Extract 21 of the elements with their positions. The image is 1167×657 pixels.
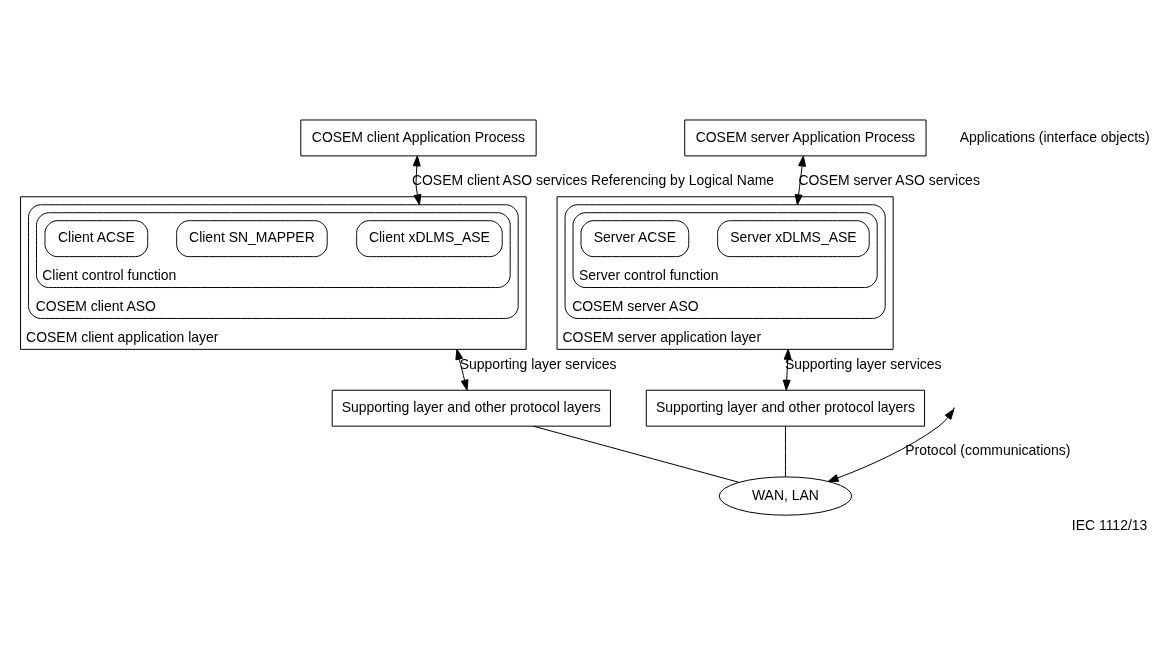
- connector: [784, 425, 786, 477]
- node-box: Client SN_MAPPER: [176, 219, 328, 257]
- arrow: [794, 155, 807, 205]
- node-box: Server ACSE: [580, 219, 690, 257]
- edge-label: COSEM client ASO services Referencing by Logical Name: [411, 171, 775, 188]
- arrow: [827, 408, 955, 482]
- node-box: Supporting layer and other protocol layers: [331, 389, 611, 427]
- caption: IEC 1112/13: [1071, 516, 1148, 533]
- connector: [532, 425, 740, 483]
- node-box: Client ACSE: [44, 219, 149, 257]
- node-box: Server xDLMS_ASE: [717, 219, 870, 257]
- edge-label: COSEM server ASO services: [798, 171, 980, 188]
- label: Applications (interface objects): [959, 128, 1150, 145]
- node-box: COSEM server Application Process: [684, 119, 927, 156]
- arrow: [412, 154, 422, 205]
- node-box: COSEM client Application Process: [300, 119, 537, 156]
- edge-label: Supporting layer services: [459, 355, 617, 371]
- node-box: Client xDLMS_ASE: [356, 219, 503, 257]
- arrow: [455, 348, 469, 391]
- edge-label: Protocol (communications): [905, 441, 1071, 458]
- node-box: Supporting layer and other protocol layers: [645, 389, 926, 427]
